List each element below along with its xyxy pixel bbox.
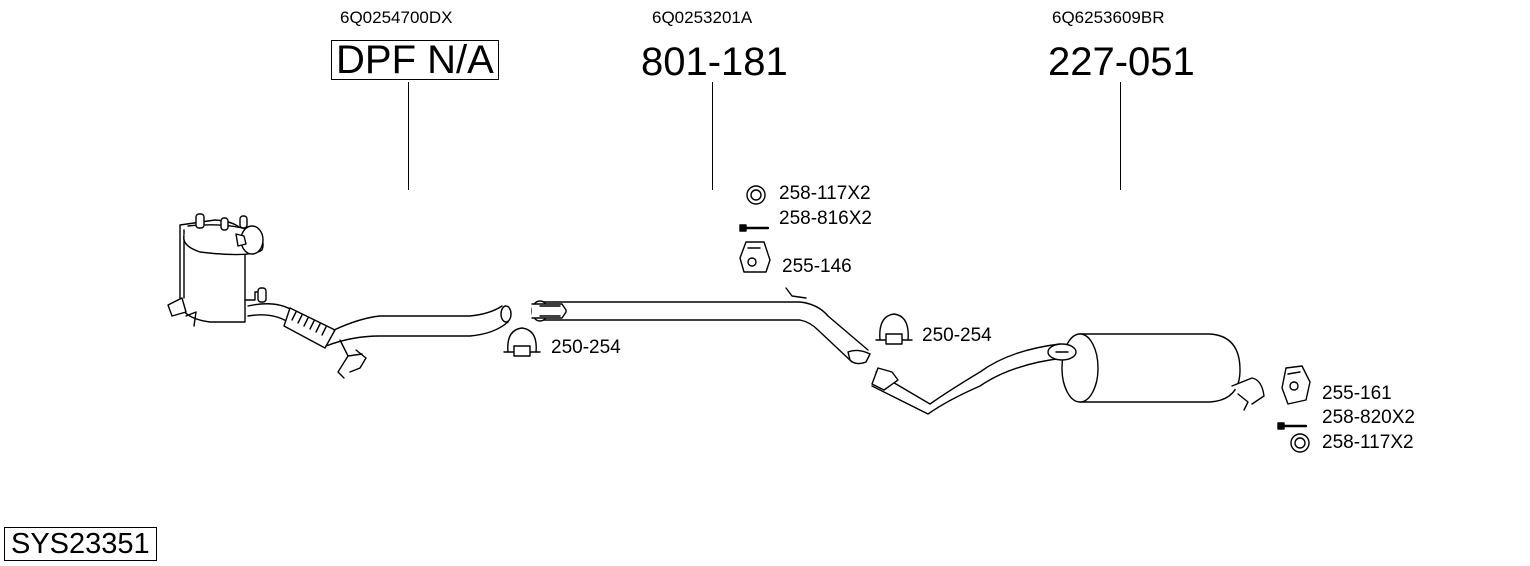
clamp-left-icon: [503, 327, 541, 357]
bolt-top-icon: [739, 224, 770, 232]
oem-code-dpf: 6Q0254700DX: [340, 8, 453, 27]
accessory-ring-top-label[interactable]: 258-117X2: [779, 183, 871, 204]
accessory-clamp-left-label[interactable]: 250-254: [551, 337, 621, 358]
rear-silencer-drawing: [871, 333, 1265, 415]
part-number-dpf[interactable]: DPF N/A: [331, 40, 499, 80]
accessory-ring-rear-label[interactable]: 258-117X2: [1322, 432, 1414, 453]
middle-pipe-drawing: [531, 287, 871, 365]
dpf-unit-drawing: [167, 213, 267, 327]
leader-line-rear-silencer: [1120, 82, 1121, 190]
ring-gasket-top-icon: [746, 185, 766, 205]
accessory-hanger-top-label[interactable]: 255-146: [782, 256, 852, 277]
accessory-bolt-top-label[interactable]: 258-816X2: [779, 208, 872, 229]
clamp-right-icon: [875, 313, 913, 345]
part-number-rear-silencer[interactable]: 227-051: [1048, 40, 1195, 84]
bolt-rear-icon: [1277, 422, 1308, 430]
accessory-bolt-rear-label[interactable]: 258-820X2: [1322, 407, 1415, 428]
ring-gasket-rear-icon: [1290, 433, 1310, 453]
accessory-clamp-right-label[interactable]: 250-254: [922, 325, 992, 346]
rubber-hanger-rear-icon: [1281, 365, 1311, 405]
leader-line-middle-pipe: [712, 82, 713, 190]
leader-line-dpf: [408, 82, 409, 190]
system-code: SYS23351: [4, 527, 157, 561]
rubber-hanger-top-icon: [739, 241, 771, 273]
oem-code-rear-silencer: 6Q6253609BR: [1052, 8, 1165, 27]
front-pipe-drawing: [247, 303, 512, 379]
part-number-middle-pipe[interactable]: 801-181: [641, 40, 788, 84]
oem-code-middle-pipe: 6Q0253201A: [652, 8, 753, 27]
accessory-hanger-rear-label[interactable]: 255-161: [1322, 383, 1392, 404]
